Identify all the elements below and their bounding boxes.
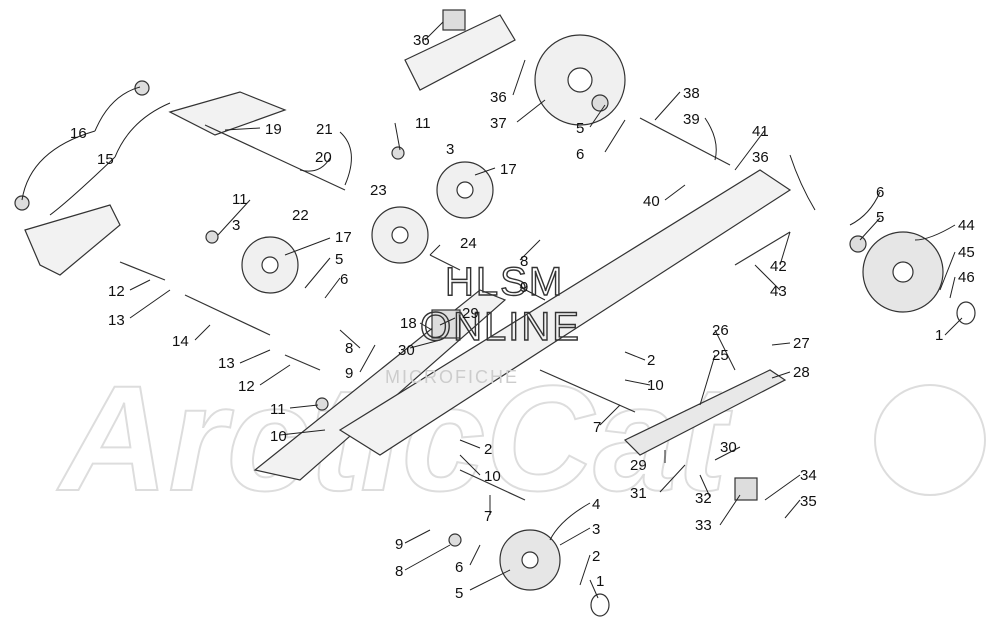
callout-22: 22	[292, 207, 309, 224]
callout-26: 26	[712, 322, 729, 339]
callout-27: 27	[793, 335, 810, 352]
hardware	[14, 9, 976, 617]
callout-33: 33	[695, 517, 712, 534]
callout-32: 32	[695, 490, 712, 507]
callout-10c: 10	[484, 468, 501, 485]
watermark-microfiche: MICROFICHE	[385, 367, 519, 387]
callout-6d: 6	[455, 559, 463, 576]
callout-19: 19	[265, 121, 282, 138]
callout-7b: 7	[484, 508, 492, 525]
callout-36a: 36	[413, 32, 430, 49]
logo-wheel-shape	[874, 384, 986, 496]
callout-12a: 12	[108, 283, 125, 300]
right-rail	[338, 14, 792, 456]
watermark-online: ONLINE	[420, 305, 581, 349]
callout-39: 39	[683, 111, 700, 128]
callout-37: 37	[490, 115, 507, 132]
callout-41: 41	[752, 123, 769, 140]
callout-1a: 1	[935, 327, 943, 344]
callout-23: 23	[370, 182, 387, 199]
callout-3a: 3	[446, 141, 454, 158]
callout-28: 28	[793, 364, 810, 381]
callout-10a: 10	[647, 377, 664, 394]
callout-8a: 8	[520, 253, 528, 270]
callout-36b: 36	[490, 89, 507, 106]
callout-24: 24	[460, 235, 477, 252]
callout-6c: 6	[876, 184, 884, 201]
callout-29b: 29	[630, 457, 647, 474]
callout-11a: 11	[415, 115, 431, 132]
callout-2b: 2	[484, 441, 492, 458]
callout-9a: 9	[520, 279, 528, 296]
callout-5c: 5	[876, 209, 884, 226]
callout-8c: 8	[395, 563, 403, 580]
callout-25: 25	[712, 347, 729, 364]
leader-lines	[21, 21, 963, 599]
callout-9b: 9	[345, 365, 353, 382]
callout-6a: 6	[340, 271, 348, 288]
callout-44: 44	[958, 217, 975, 234]
callout-13a: 13	[108, 312, 125, 329]
idler-wheels	[241, 34, 944, 591]
callout-46: 46	[958, 269, 975, 286]
callout-21: 21	[316, 121, 333, 138]
callout-3b: 3	[232, 217, 240, 234]
shafts	[119, 117, 791, 501]
callout-5d: 5	[455, 585, 463, 602]
callout-5b: 5	[576, 120, 584, 137]
callout-43: 43	[770, 283, 787, 300]
callout-35: 35	[800, 493, 817, 510]
callout-17b: 17	[335, 229, 352, 246]
callout-9c: 9	[395, 536, 403, 553]
callout-42: 42	[770, 258, 787, 275]
callout-7a: 7	[593, 419, 601, 436]
callout-29a: 29	[462, 305, 479, 322]
callout-8b: 8	[345, 340, 353, 357]
callout-30a: 30	[398, 342, 415, 359]
callout-30b: 30	[720, 439, 737, 456]
callout-17a: 17	[500, 161, 517, 178]
callout-31: 31	[630, 485, 647, 502]
callout-5a: 5	[335, 251, 343, 268]
callouts: 16 15 19 21 20 23 22 11 3 17 11 3 17 5 6…	[70, 32, 975, 602]
callout-1b: 1	[596, 573, 604, 590]
callout-45: 45	[958, 244, 975, 261]
callout-15: 15	[97, 151, 114, 168]
watermark-hlsm: HLSM	[445, 260, 564, 304]
callout-14: 14	[172, 333, 189, 350]
callout-36c: 36	[752, 149, 769, 166]
callout-18: 18	[400, 315, 417, 332]
callout-13b: 13	[218, 355, 235, 372]
suspension-arm	[623, 369, 787, 456]
callout-20: 20	[315, 149, 332, 166]
callout-2a: 2	[647, 352, 655, 369]
callout-11c: 11	[270, 401, 286, 418]
callout-6b: 6	[576, 146, 584, 163]
callout-38: 38	[683, 85, 700, 102]
callout-10b: 10	[270, 428, 287, 445]
callout-11b: 11	[232, 191, 248, 208]
callout-4: 4	[592, 496, 600, 513]
callout-16: 16	[70, 125, 87, 142]
callout-3c: 3	[592, 521, 600, 538]
callout-12b: 12	[238, 378, 255, 395]
callout-2c: 2	[592, 548, 600, 565]
callout-40: 40	[643, 193, 660, 210]
callout-34: 34	[800, 467, 817, 484]
